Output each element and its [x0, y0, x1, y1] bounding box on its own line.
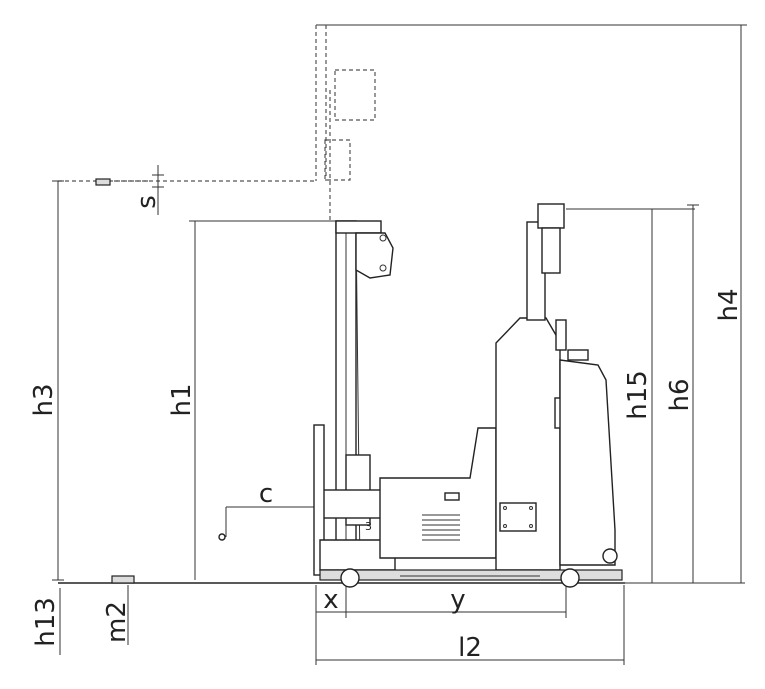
h15-label: h15	[623, 370, 653, 420]
s-dimension: s	[132, 165, 164, 215]
m2-dimension: m2	[102, 585, 132, 645]
m2-label: m2	[102, 601, 132, 643]
h13-label: h13	[31, 597, 61, 647]
h6-dimension: h6	[665, 204, 699, 583]
s-label: s	[132, 195, 162, 209]
raised-mast-outline	[95, 25, 376, 221]
l2-dimension: l2	[316, 585, 625, 665]
c-label: c	[259, 479, 273, 509]
y-dimension: y	[346, 585, 567, 618]
fork-lowered	[111, 575, 135, 584]
forklift-body: 3	[313, 203, 623, 588]
x-label: x	[323, 585, 338, 615]
h6-label: h6	[665, 378, 695, 411]
h3-label: h3	[29, 383, 59, 416]
y-label: y	[450, 585, 465, 615]
h3-dimension: h3	[29, 180, 64, 581]
fork-raised	[95, 178, 111, 186]
h15-dimension: h15	[623, 208, 658, 583]
l2-label: l2	[458, 633, 482, 663]
h1-label: h1	[167, 383, 197, 416]
h13-dimension: h13	[31, 588, 61, 655]
h1-dimension: h1	[167, 220, 201, 580]
h4-dimension: h4	[600, 24, 747, 584]
svg-text:3: 3	[365, 520, 372, 533]
h4-label: h4	[714, 288, 744, 321]
c-dimension: c	[218, 479, 316, 541]
x-dimension: x	[315, 585, 347, 665]
